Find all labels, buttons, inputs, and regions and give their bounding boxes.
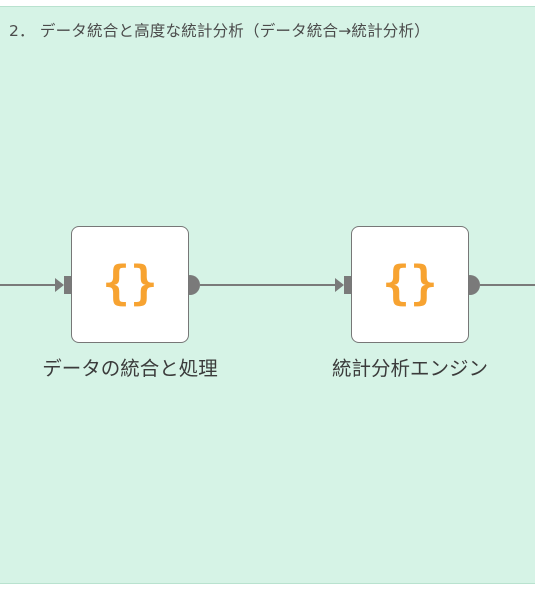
curly-braces-icon: {} — [102, 256, 158, 310]
node-statistics-engine[interactable]: {} — [351, 226, 469, 343]
node-data-integration[interactable]: {} — [71, 226, 189, 343]
node-label-data-integration: データの統合と処理 — [42, 357, 218, 380]
curly-braces-icon: {} — [382, 256, 438, 310]
node-label-statistics-engine: 統計分析エンジン — [331, 357, 488, 380]
panel-title: 2． データ統合と高度な統計分析（データ統合→統計分析） — [9, 22, 430, 40]
